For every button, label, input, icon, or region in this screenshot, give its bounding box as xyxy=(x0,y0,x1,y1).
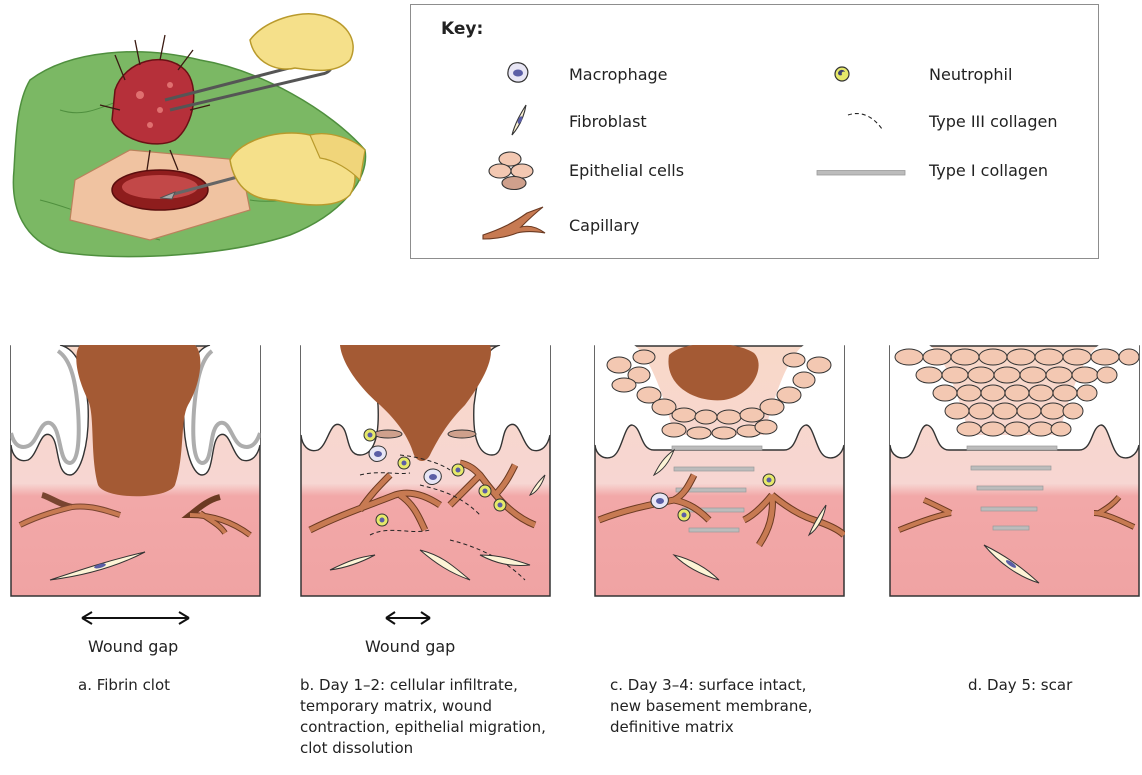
type3-collagen-icon xyxy=(846,109,886,133)
key-label-type1-collagen: Type I collagen xyxy=(929,161,1048,180)
caption-a: a. Fibrin clot xyxy=(78,675,278,696)
panel-d-day-5 xyxy=(889,345,1140,597)
type1-collagen-icon xyxy=(816,169,906,177)
gap-label-b: Wound gap xyxy=(365,637,455,656)
fibroblast-icon xyxy=(509,103,529,137)
key-label-epithelial-cells: Epithelial cells xyxy=(569,161,684,180)
neutrophil-icon xyxy=(833,65,851,83)
key-box: Key: Macrophage Neutrophil Fibroblast Ty… xyxy=(410,4,1099,259)
key-label-type3-collagen: Type III collagen xyxy=(929,112,1058,131)
epithelial-cells-icon xyxy=(486,150,542,192)
gap-label-a: Wound gap xyxy=(88,637,178,656)
panel-a-fibrin-clot xyxy=(10,345,261,597)
key-label-fibroblast: Fibroblast xyxy=(569,112,647,131)
gap-arrow-a xyxy=(78,608,193,628)
caption-d: d. Day 5: scar xyxy=(968,675,1118,696)
key-label-capillary: Capillary xyxy=(569,216,639,235)
capillary-icon xyxy=(481,205,547,241)
caption-b: b. Day 1–2: cellular infiltrate, tempora… xyxy=(300,675,550,759)
macrophage-icon xyxy=(505,60,531,86)
surgery-illustration xyxy=(0,0,390,270)
key-label-macrophage: Macrophage xyxy=(569,65,668,84)
key-title: Key: xyxy=(441,19,483,39)
gap-arrow-b xyxy=(382,608,434,628)
caption-c: c. Day 3–4: surface intact, new basement… xyxy=(610,675,830,738)
panel-b-day-1-2 xyxy=(300,345,551,597)
panel-c-day-3-4 xyxy=(594,345,845,597)
upper-glove xyxy=(250,14,353,71)
key-label-neutrophil: Neutrophil xyxy=(929,65,1012,84)
